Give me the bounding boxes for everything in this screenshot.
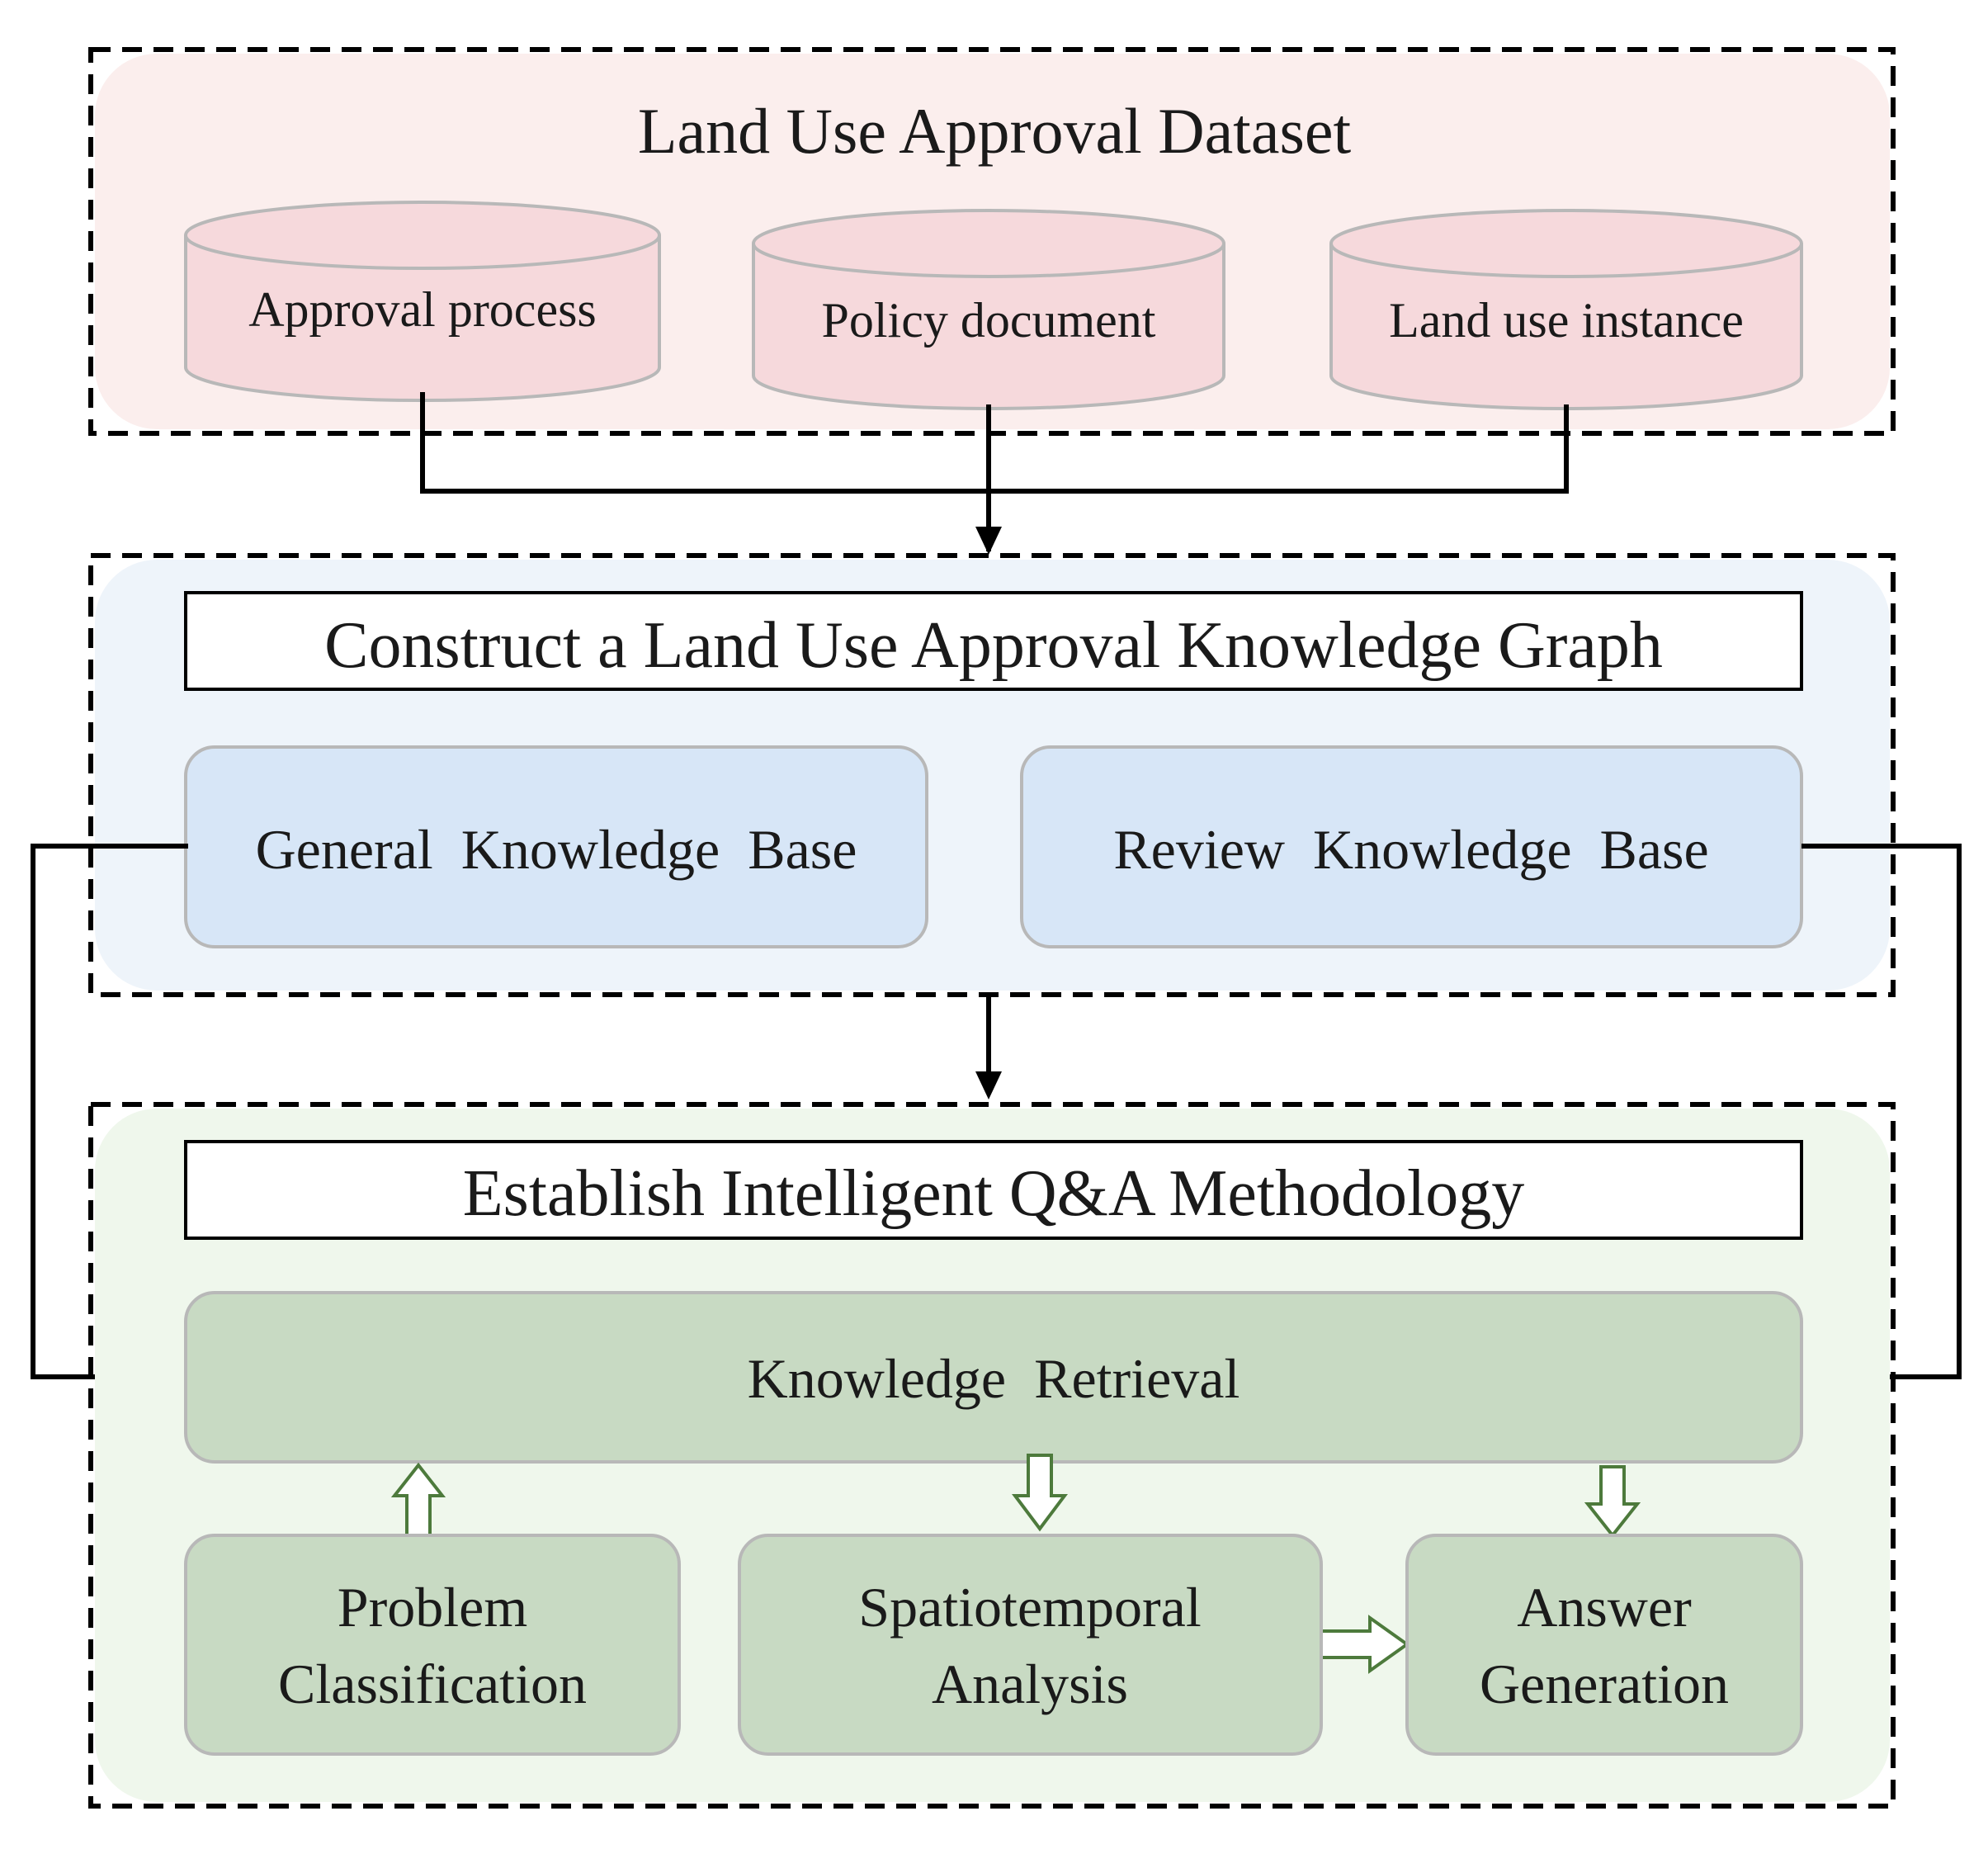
knowledge-graph-section: Construct a Land Use Approval Knowledge … [88, 553, 1896, 997]
database-land-use-instance-top [1329, 209, 1803, 278]
dataset-section-border [88, 47, 1896, 436]
review-knowledge-base-label: Review Knowledge Base [1113, 818, 1708, 881]
database-policy-document-label: Policy document [822, 293, 1156, 348]
spatiotemporal-to-answer-hollow-arrow [1320, 1615, 1410, 1674]
database-land-use-instance: Land use instance [1329, 209, 1803, 410]
answer-generation-box [1405, 1534, 1803, 1756]
database-policy-document-top [752, 209, 1225, 278]
spatiotemporal-analysis-box [738, 1534, 1323, 1756]
retrieval-to-spatiotemporal-hollow-arrow [1012, 1454, 1068, 1532]
problem-classification-label-line1: Problem [338, 1576, 527, 1639]
qa-section: Establish Intelligent Q&A Methodology Kn… [88, 1102, 1896, 1809]
qa-section-border [88, 1102, 1896, 1809]
database-approval-process-top [184, 201, 661, 270]
answer-generation-label-line2: Generation [1480, 1653, 1729, 1715]
database-approval-process: Approval process [184, 201, 661, 402]
general-knowledge-base-label: General Knowledge Base [256, 818, 857, 881]
database-policy-document: Policy document [752, 209, 1225, 410]
problem-classification-label-line2: Classification [278, 1653, 587, 1715]
retrieval-to-answer-hollow-arrow [1584, 1465, 1641, 1539]
knowledge-retrieval-label: Knowledge Retrieval [748, 1347, 1240, 1410]
answer-generation-label-line1: Answer [1517, 1576, 1692, 1639]
database-approval-process-label: Approval process [248, 282, 597, 337]
graph-to-qa-arrowhead [975, 1071, 1002, 1099]
problem-to-retrieval-hollow-arrow [390, 1462, 446, 1537]
database-land-use-instance-label: Land use instance [1389, 293, 1744, 348]
qa-title: Establish Intelligent Q&A Methodology [463, 1157, 1525, 1230]
problem-classification-box [184, 1534, 681, 1756]
knowledge-retrieval-box [184, 1291, 1803, 1464]
dataset-section-title: Land Use Approval Dataset [638, 95, 1352, 167]
knowledge-graph-title-box [184, 591, 1803, 691]
spatiotemporal-analysis-label-line1: Spatiotemporal [858, 1576, 1201, 1639]
spatiotemporal-analysis-label-line2: Analysis [932, 1653, 1128, 1715]
knowledge-graph-title: Construct a Land Use Approval Knowledge … [324, 609, 1663, 682]
knowledge-graph-section-border [88, 553, 1896, 997]
merge-arrowhead [975, 527, 1002, 555]
dataset-section: Land Use Approval Dataset Approval proce… [88, 47, 1896, 436]
connector-approval-process [420, 392, 1569, 494]
qa-title-box [184, 1140, 1803, 1240]
